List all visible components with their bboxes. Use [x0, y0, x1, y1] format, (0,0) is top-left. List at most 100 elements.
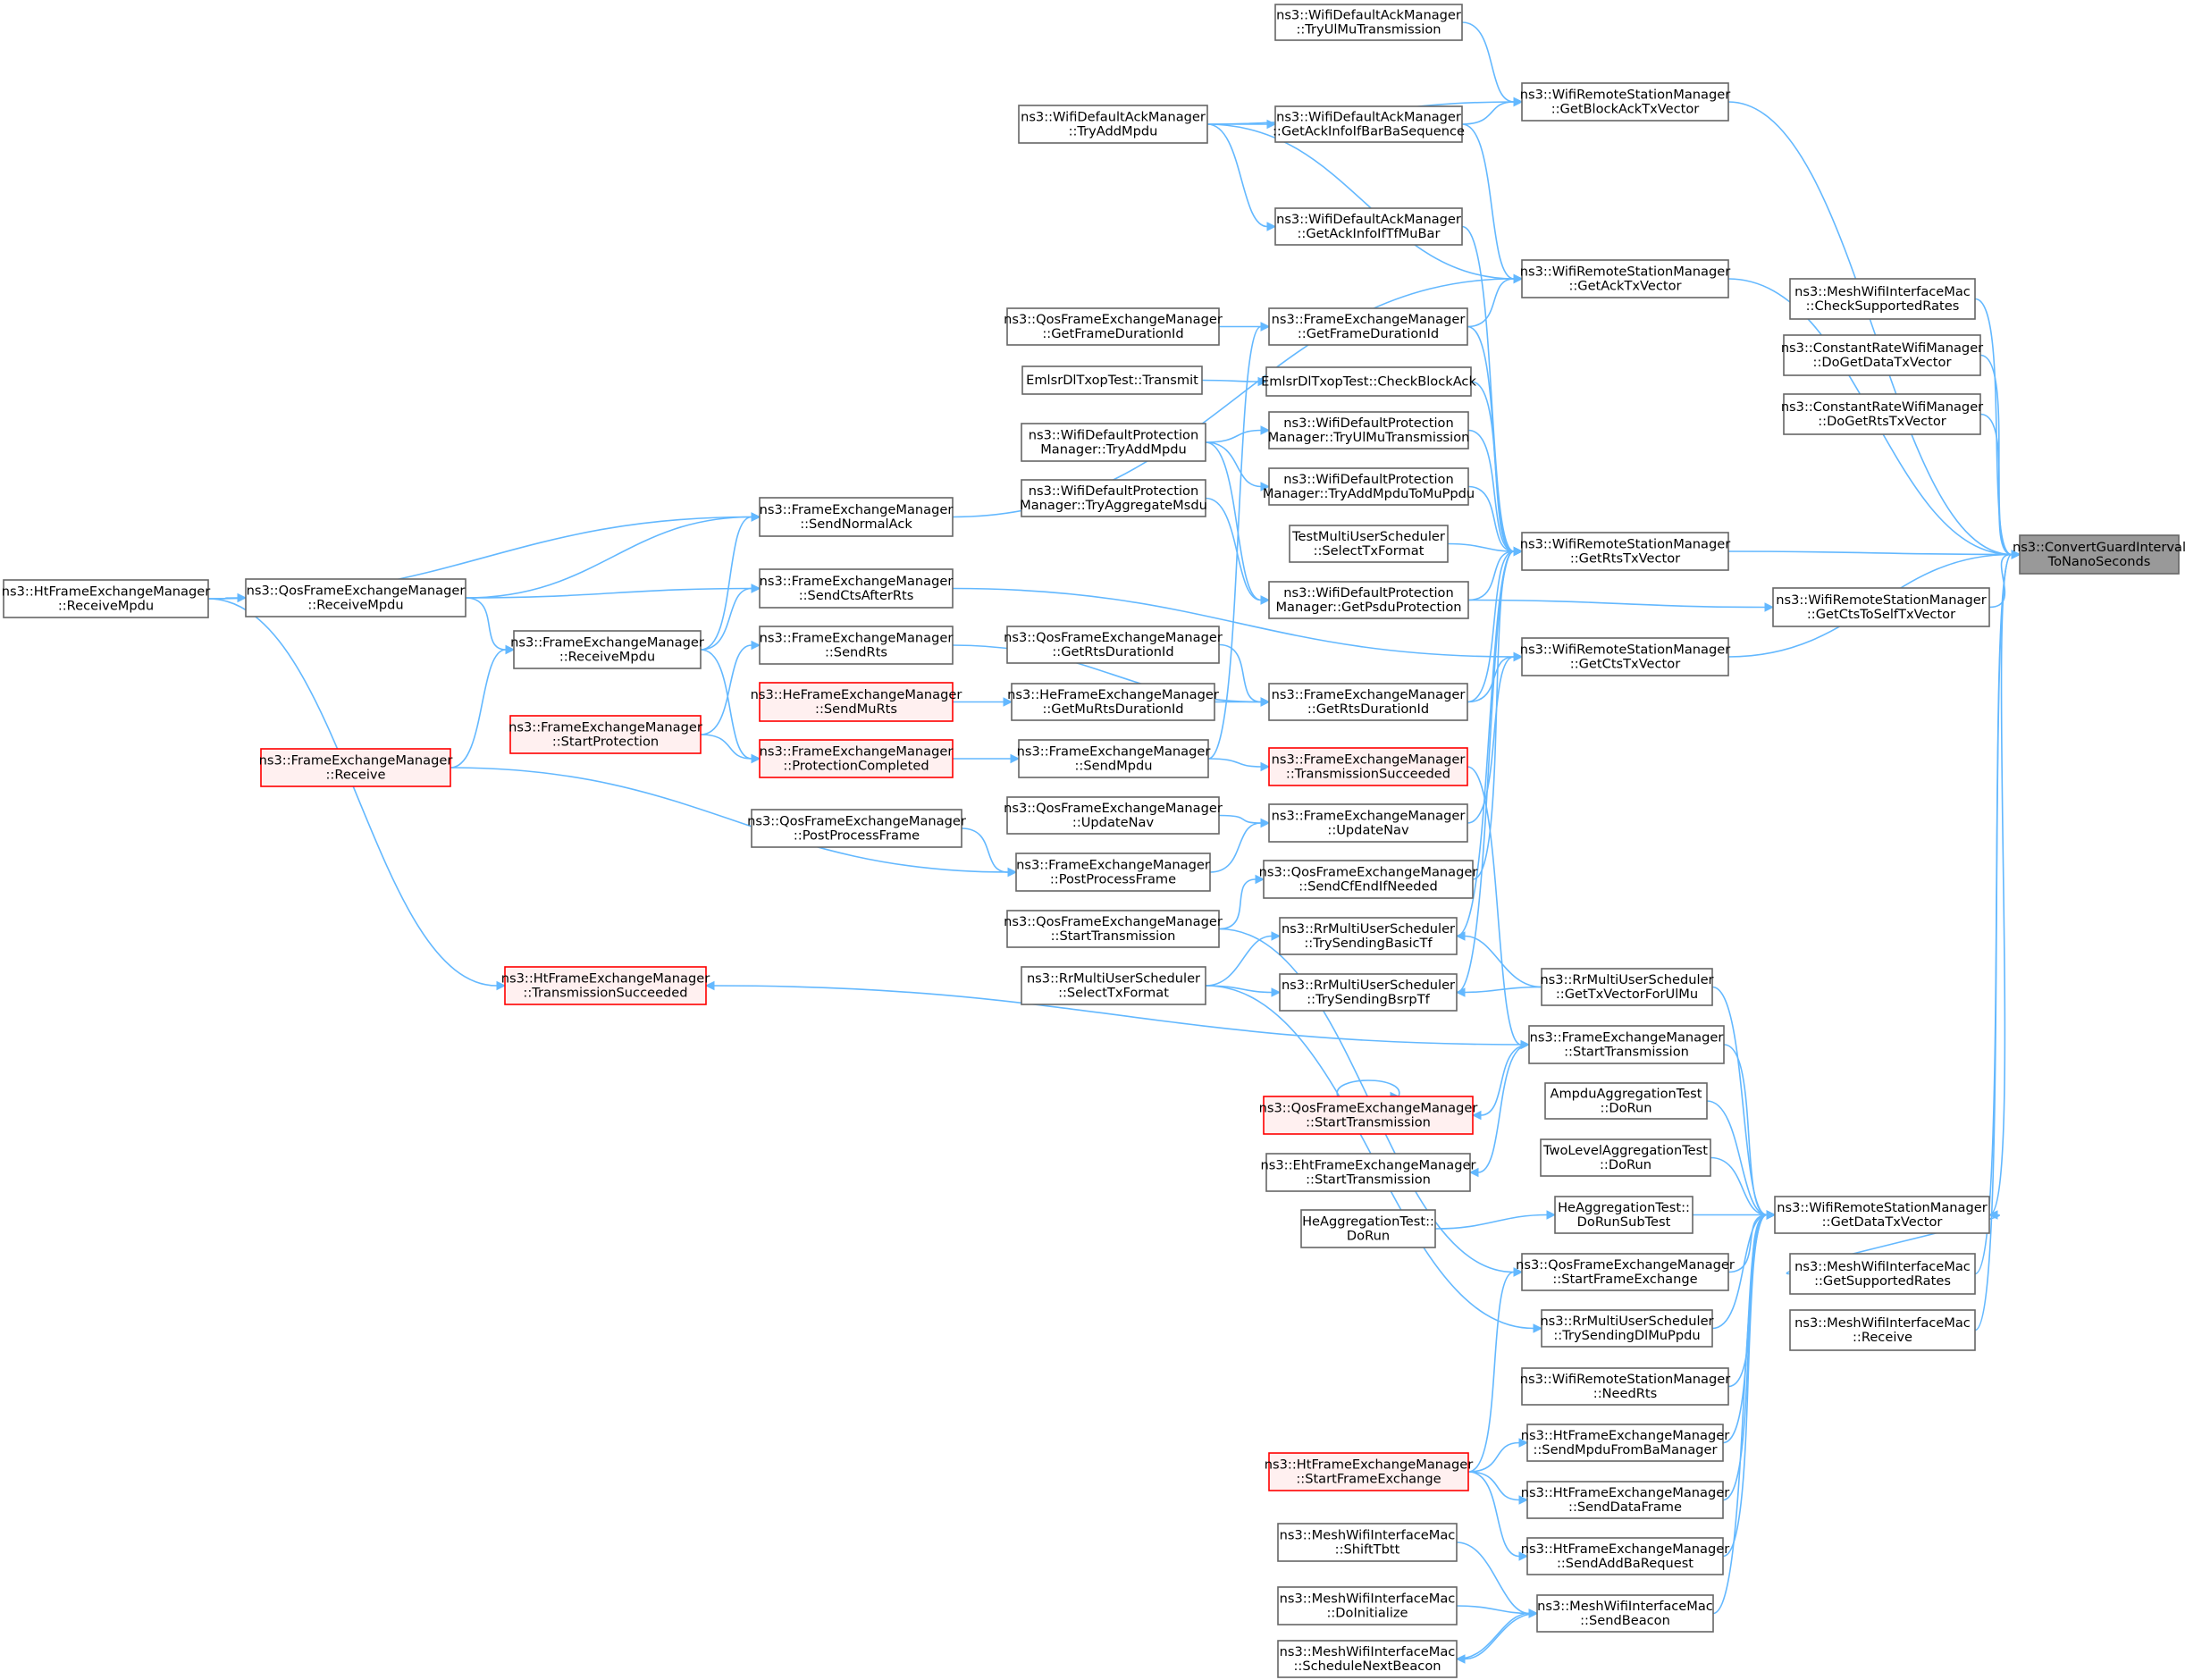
- node-fem-updatenav[interactable]: ns3::FrameExchangeManager::UpdateNav: [1268, 803, 1468, 843]
- node-qos-postproc[interactable]: ns3::QosFrameExchangeManager::PostProces…: [747, 809, 966, 848]
- node-eht-starttx[interactable]: ns3::EhtFrameExchangeManager::StartTrans…: [1261, 1153, 1476, 1192]
- node-label-line: ::SendMpduFromBaManager: [1533, 1442, 1717, 1457]
- edge-line: [1456, 1605, 1530, 1615]
- node-fem-txsucc[interactable]: ns3::FrameExchangeManager::TransmissionS…: [1268, 747, 1468, 786]
- node-box: [1526, 1424, 1724, 1462]
- node-box: [1783, 393, 1981, 435]
- node-mesh-receive[interactable]: ns3::MeshWifiInterfaceMac::Receive: [1789, 1309, 1976, 1351]
- node-qos-receivempdu[interactable]: ns3::QosFrameExchangeManager::ReceiveMpd…: [245, 578, 466, 617]
- node-ht-sendaddba[interactable]: ns3::HtFrameExchangeManager::SendAddBaRe…: [1521, 1537, 1729, 1575]
- node-qos-starttx[interactable]: ns3::QosFrameExchangeManager::StartTrans…: [1004, 910, 1223, 948]
- node-fem-sendnormalack[interactable]: ns3::FrameExchangeManager::SendNormalAck: [759, 497, 954, 537]
- node-label-line: ::SendNormalAck: [800, 517, 912, 532]
- node-qos-updatenav[interactable]: ns3::QosFrameExchangeManager::UpdateNav: [1004, 796, 1223, 835]
- node-he-sendmurts[interactable]: ns3::HeFrameExchangeManager::SendMuRts: [751, 682, 962, 722]
- node-rsm-ba[interactable]: ns3::WifiRemoteStationManager::GetBlockA…: [1520, 82, 1731, 122]
- node-rsm-rts[interactable]: ns3::WifiRemoteStationManager::GetRtsTxV…: [1520, 532, 1731, 571]
- edge-mesh_sched-to-mesh_sendbeacon: [1456, 1609, 1539, 1660]
- node-dam-getackbar[interactable]: ns3::WifiDefaultAckManager::GetAckInfoIf…: [1273, 105, 1465, 143]
- edge-arrowhead: [505, 644, 516, 655]
- node-label-line: ns3::HtFrameExchangeManager: [1521, 1541, 1729, 1557]
- edge-arrowhead: [1260, 482, 1271, 491]
- node-rsm-cts-self[interactable]: ns3::WifiRemoteStationManager::GetCtsToS…: [1772, 587, 1990, 627]
- edge-fem_sendmpdu-to-fem_getdur: [1207, 322, 1271, 760]
- edge-line: [1467, 599, 1766, 609]
- node-dpm-tryaggr[interactable]: ns3::WifiDefaultProtectionManager::TryAg…: [1020, 479, 1207, 517]
- node-mesh-doinit[interactable]: ns3::MeshWifiInterfaceMac::DoInitialize: [1277, 1586, 1458, 1625]
- node-fem-getrtsdur[interactable]: ns3::FrameExchangeManager::GetRtsDuratio…: [1268, 683, 1468, 721]
- node-fem-sendcts[interactable]: ns3::FrameExchangeManager::SendCtsAfterR…: [759, 568, 954, 609]
- node-dam-tryul[interactable]: ns3::WifiDefaultAckManager::TryUlMuTrans…: [1274, 4, 1463, 41]
- node-heagg-sub[interactable]: HeAggregationTest::DoRunSubTest: [1554, 1196, 1694, 1234]
- edge-qos_receivempdu-to-fem_sendnormalack: [465, 512, 761, 599]
- node-twolevel-dorun[interactable]: TwoLevelAggregationTest::DoRun: [1540, 1138, 1711, 1177]
- node-qos-getdur[interactable]: ns3::QosFrameExchangeManager::GetFrameDu…: [1004, 307, 1223, 346]
- node-rsm-ack[interactable]: ns3::WifiRemoteStationManager::GetAckTxV…: [1520, 259, 1731, 298]
- node-dam-tryadd[interactable]: ns3::WifiDefaultAckManager::TryAddMpdu: [1018, 105, 1208, 144]
- node-tmus-select[interactable]: TestMultiUserScheduler::SelectTxFormat: [1289, 525, 1449, 563]
- node-box: [1021, 966, 1206, 1005]
- node-label-line: ns3::MeshWifiInterfaceMac: [1280, 1592, 1456, 1607]
- node-rsm-needrts[interactable]: ns3::WifiRemoteStationManager::NeedRts: [1520, 1367, 1731, 1406]
- node-rr-getul[interactable]: ns3::RrMultiUserScheduler::GetTxVectorFo…: [1540, 968, 1714, 1006]
- node-ampdu-dorun[interactable]: AmpduAggregationTest::DoRun: [1544, 1082, 1708, 1120]
- node-rr-trybsrp[interactable]: ns3::RrMultiUserScheduler::TrySendingBsr…: [1279, 973, 1458, 1012]
- node-dpm-tryul[interactable]: ns3::WifiDefaultProtectionManager::TryUl…: [1268, 411, 1470, 449]
- node-crw-data[interactable]: ns3::ConstantRateWifiManager::DoGetDataT…: [1781, 334, 1983, 376]
- node-ht-sendmpdu-ba[interactable]: ns3::HtFrameExchangeManager::SendMpduFro…: [1521, 1424, 1729, 1462]
- node-qos-startfe[interactable]: ns3::QosFrameExchangeManager::StartFrame…: [1516, 1253, 1735, 1291]
- node-label-line: ::SendCtsAfterRts: [799, 588, 914, 603]
- node-emlsr-transmit[interactable]: EmlsrDlTxopTest::Transmit: [1021, 365, 1203, 395]
- node-qos-sendcfend[interactable]: ns3::QosFrameExchangeManager::SendCfEndI…: [1259, 860, 1478, 899]
- node-ht-txsucc[interactable]: ns3::HtFrameExchangeManager::Transmissio…: [501, 966, 710, 1005]
- node-fem-sendrts[interactable]: ns3::FrameExchangeManager::SendRts: [759, 626, 954, 665]
- node-emlsr-check[interactable]: EmlsrDlTxopTest::CheckBlockAck: [1261, 366, 1476, 397]
- node-mesh-getsupp[interactable]: ns3::MeshWifiInterfaceMac::GetSupportedR…: [1789, 1253, 1976, 1295]
- node-dpm-trymu[interactable]: ns3::WifiDefaultProtectionManager::TryAd…: [1263, 467, 1475, 506]
- node-dpm-getpsdu[interactable]: ns3::WifiDefaultProtectionManager::GetPs…: [1268, 581, 1469, 619]
- node-label-line: ::UpdateNav: [1327, 823, 1409, 838]
- node-crw-rts[interactable]: ns3::ConstantRateWifiManager::DoGetRtsTx…: [1781, 393, 1983, 435]
- node-fem-starttx[interactable]: ns3::FrameExchangeManager::StartTransmis…: [1528, 1025, 1725, 1064]
- node-rr-trydl[interactable]: ns3::RrMultiUserScheduler::TrySendingDlM…: [1540, 1309, 1714, 1348]
- node-qos-starttx-red[interactable]: ns3::QosFrameExchangeManager::StartTrans…: [1259, 1096, 1478, 1135]
- node-box: [1789, 1309, 1976, 1351]
- edge-arrowhead: [1513, 546, 1524, 557]
- node-box: [1018, 105, 1208, 144]
- edge-fem_txsucc-to-fem_starttx: [1467, 766, 1531, 1050]
- node-mesh-shift[interactable]: ns3::MeshWifiInterfaceMac::ShiftTbtt: [1277, 1523, 1458, 1562]
- node-he-getmurts[interactable]: ns3::HeFrameExchangeManager::GetMuRtsDur…: [1007, 683, 1219, 721]
- edges-layer: [207, 21, 2021, 1664]
- node-box: [245, 578, 466, 617]
- node-fem-sendmpdu[interactable]: ns3::FrameExchangeManager::SendMpdu: [1017, 739, 1211, 778]
- edge-arrowhead: [1513, 1267, 1524, 1277]
- node-rr-select[interactable]: ns3::RrMultiUserScheduler::SelectTxForma…: [1021, 966, 1206, 1005]
- node-fem-getdur[interactable]: ns3::FrameExchangeManager::GetFrameDurat…: [1268, 307, 1468, 346]
- edge-arrowhead: [1266, 119, 1277, 130]
- node-ht-startfe[interactable]: ns3::HtFrameExchangeManager::StartFrameE…: [1265, 1452, 1473, 1491]
- node-mesh-sendbeacon[interactable]: ns3::MeshWifiInterfaceMac::SendBeacon: [1536, 1594, 1714, 1633]
- node-rr-trybasic[interactable]: ns3::RrMultiUserScheduler::TrySendingBas…: [1279, 917, 1458, 955]
- node-qos-getrtsdur[interactable]: ns3::QosFrameExchangeManager::GetRtsDura…: [1004, 626, 1223, 664]
- node-heagg-dorun[interactable]: HeAggregationTest::DoRun: [1300, 1209, 1436, 1248]
- node-ht-senddata[interactable]: ns3::HtFrameExchangeManager::SendDataFra…: [1521, 1481, 1729, 1519]
- node-ht-receivempdu[interactable]: ns3::HtFrameExchangeManager::ReceiveMpdu: [2, 579, 210, 618]
- node-box: [504, 966, 707, 1005]
- node-label-line: ::TransmissionSucceeded: [1286, 767, 1450, 782]
- node-fem-protcompl[interactable]: ns3::FrameExchangeManager::ProtectionCom…: [759, 739, 954, 778]
- node-dam-getacktf[interactable]: ns3::WifiDefaultAckManager::GetAckInfoIf…: [1274, 207, 1463, 246]
- edge-ht_receivempdu-to-ht_txsucc: [207, 598, 507, 991]
- node-mesh-check[interactable]: ns3::MeshWifiInterfaceMac::CheckSupporte…: [1789, 278, 1976, 320]
- node-mesh-sched[interactable]: ns3::MeshWifiInterfaceMac::ScheduleNextB…: [1277, 1640, 1458, 1678]
- node-rsm-data[interactable]: ns3::WifiRemoteStationManager::GetDataTx…: [1774, 1196, 1990, 1234]
- node-dpm-tryadd[interactable]: ns3::WifiDefaultProtectionManager::TryAd…: [1021, 423, 1206, 462]
- node-rsm-cts[interactable]: ns3::WifiRemoteStationManager::GetCtsTxV…: [1520, 637, 1731, 676]
- node-fem-startprot[interactable]: ns3::FrameExchangeManager::StartProtecti…: [508, 715, 702, 754]
- edge-line: [1434, 1214, 1548, 1230]
- node-box: [1265, 1153, 1471, 1192]
- node-fem-postproc[interactable]: ns3::FrameExchangeManager::PostProcessFr…: [1015, 853, 1211, 892]
- node-fem-receive[interactable]: ns3::FrameExchangeManager::Receive: [259, 748, 453, 787]
- node-box: [1021, 479, 1206, 517]
- node-fem-receivempdu[interactable]: ns3::FrameExchangeManager::ReceiveMpdu: [510, 630, 704, 669]
